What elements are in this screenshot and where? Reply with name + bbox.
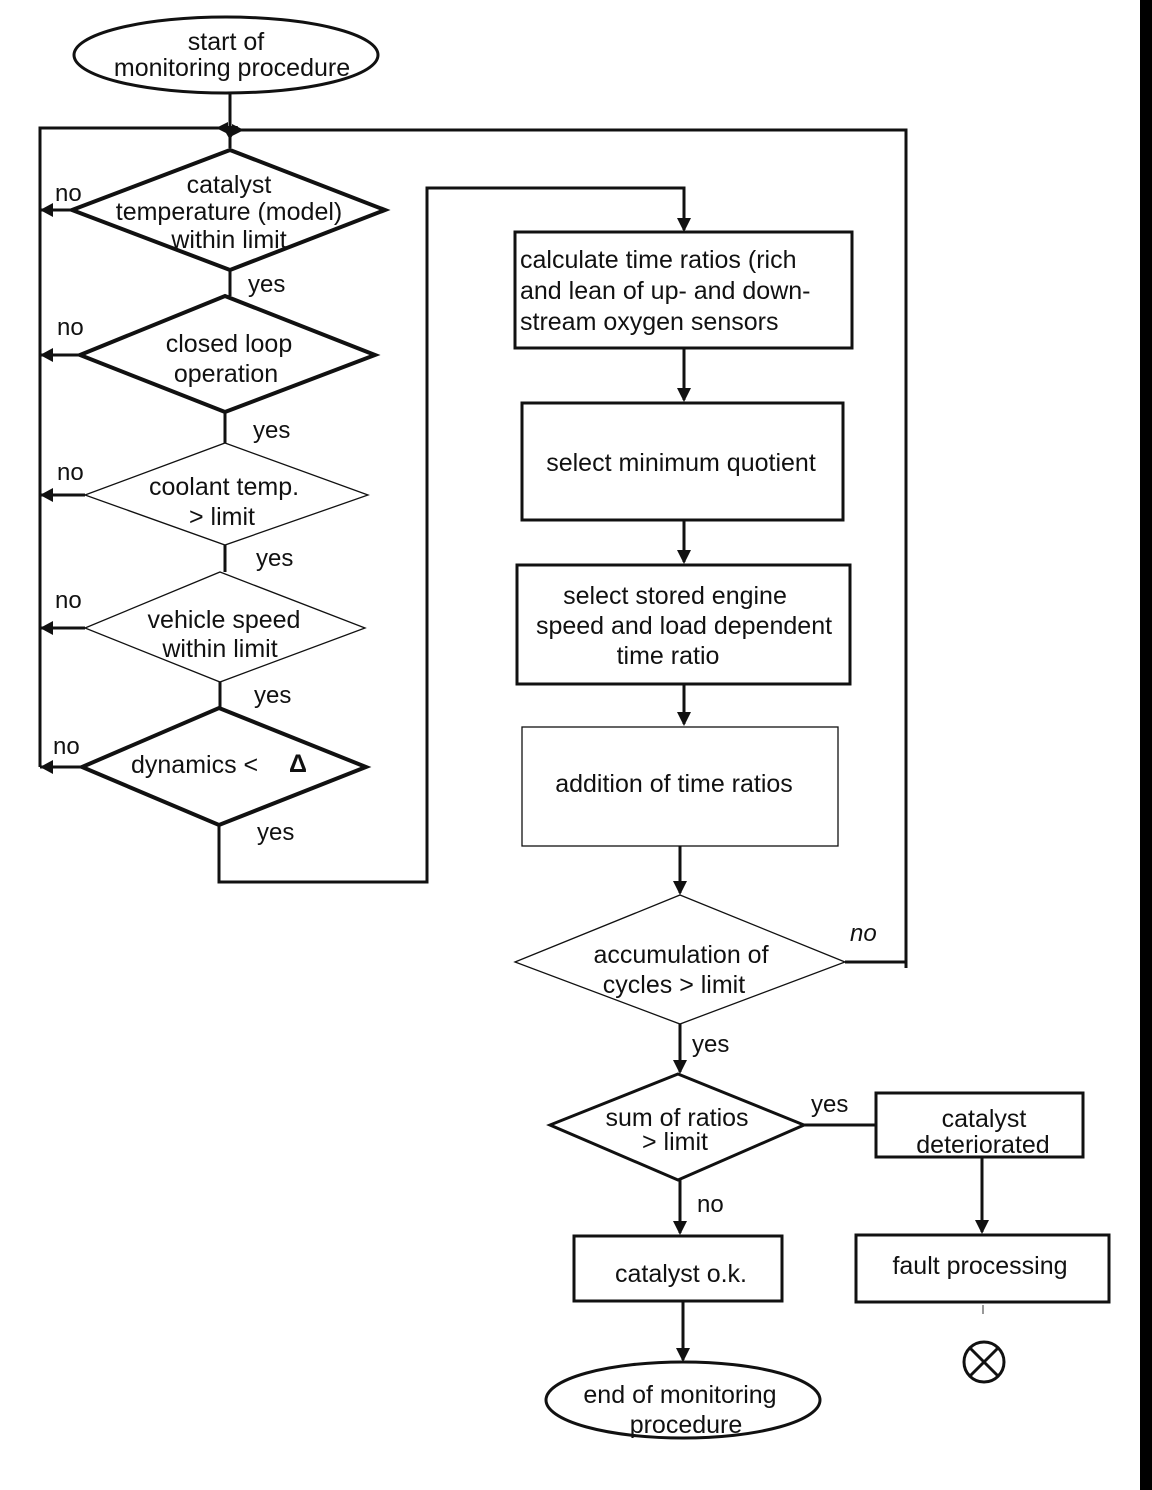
b4-text: addition of time ratios: [555, 770, 793, 798]
ok-text: catalyst o.k.: [615, 1260, 747, 1288]
det-line-2: deteriorated: [916, 1131, 1049, 1159]
box-catalyst-ok: [572, 1234, 784, 1303]
arrowhead-b3: [677, 550, 691, 564]
d6-line-1: accumulation of: [593, 941, 768, 969]
fault-text: fault processing: [892, 1252, 1067, 1280]
start-line-2: monitoring procedure: [114, 54, 350, 82]
connector-no-loop-left: [38, 126, 222, 767]
arrowhead-b4: [677, 712, 691, 726]
decision-coolant-temp: [83, 442, 370, 546]
box-catalyst-deteriorated: [874, 1091, 1085, 1159]
arrowhead-d7: [673, 1060, 687, 1074]
box-fault-processing: [854, 1233, 1111, 1304]
decision-vehicle-speed: [83, 571, 367, 683]
arrowhead-d3-no: [40, 488, 53, 502]
label-no-d6: no: [850, 920, 877, 947]
label-yes-d5: yes: [257, 819, 294, 846]
arrowhead-d5-no: [40, 760, 53, 774]
decision-closed-loop: [74, 293, 381, 415]
d5-text: dynamics <: [131, 751, 258, 779]
d2-line-2: operation: [174, 360, 278, 388]
b1-line-2: and lean of up- and down-: [520, 277, 811, 305]
b3-line-1: select stored engine: [563, 582, 787, 610]
d7-line-2: > limit: [642, 1128, 708, 1156]
label-no-d5: no: [53, 733, 80, 760]
decision-dynamics: [76, 705, 372, 828]
label-yes-d2: yes: [253, 417, 290, 444]
arrowhead-end: [676, 1348, 690, 1362]
d1-line-1: catalyst: [187, 171, 272, 199]
arrowhead-ok: [673, 1221, 687, 1235]
det-line-1: catalyst: [942, 1105, 1027, 1133]
b3-line-2: speed and load dependent: [536, 612, 832, 640]
arrowhead-d2-no: [40, 348, 53, 362]
arrowhead-d1-no: [40, 203, 53, 217]
label-no-d7: no: [697, 1191, 724, 1218]
label-yes-d3: yes: [256, 545, 293, 572]
label-no-d1: no: [55, 180, 82, 207]
end-terminator: [544, 1360, 822, 1440]
d4-line-1: vehicle speed: [148, 606, 301, 634]
decision-sum-of-ratios: [546, 1072, 808, 1182]
d3-line-1: coolant temp.: [149, 473, 299, 501]
arrowheads: [40, 122, 989, 1362]
label-no-d3: no: [57, 459, 84, 486]
b2-text: select minimum quotient: [546, 449, 816, 477]
delta-symbol: Δ: [289, 750, 307, 778]
label-yes-d1: yes: [248, 271, 285, 298]
label-yes-d7: yes: [811, 1091, 848, 1118]
box-select-stored-time-ratio: [515, 563, 852, 686]
label-no-d4: no: [55, 587, 82, 614]
d3-line-2: > limit: [189, 503, 255, 531]
d2-line-1: closed loop: [166, 330, 292, 358]
arrowhead-fault: [975, 1220, 989, 1234]
b1-line-1: calculate time ratios (rich: [520, 246, 796, 274]
label-yes-d6: yes: [692, 1031, 729, 1058]
end-line-1: end of monitoring: [583, 1381, 776, 1409]
arrowhead-b1: [677, 218, 691, 232]
d4-line-2: within limit: [161, 635, 277, 663]
box-select-minimum-quotient: [520, 401, 845, 522]
arrowhead-d6: [673, 881, 687, 895]
d1-line-2: temperature (model): [116, 198, 342, 226]
arrowhead-merge-left: [216, 122, 228, 134]
shapes: [66, 15, 1111, 1440]
decision-catalyst-temp: [66, 147, 391, 273]
connector-d6-no-loop: [238, 128, 908, 964]
right-edge-bar: [1140, 0, 1152, 1490]
box-addition-of-time-ratios: [521, 726, 839, 847]
box-calculate-time-ratios: [513, 230, 854, 350]
connector-d5-yes: [217, 186, 686, 884]
arrowhead-b2: [677, 388, 691, 402]
branch-labels: no no no no no yes yes yes yes yes no ye…: [53, 180, 877, 1218]
b3-line-3: time ratio: [617, 642, 720, 670]
circled-x-icon: [962, 1340, 1006, 1384]
decision-accumulation-of-cycles: [513, 894, 847, 1025]
label-yes-d4: yes: [254, 682, 291, 709]
d1-line-3: within limit: [170, 226, 286, 254]
arrowhead-merge-right: [232, 124, 244, 136]
b1-line-3: stream oxygen sensors: [520, 308, 778, 336]
start-line-1: start of: [188, 28, 264, 56]
d6-line-2: cycles > limit: [603, 971, 745, 999]
d7-line-1: sum of ratios: [605, 1104, 748, 1132]
end-line-2: procedure: [630, 1411, 743, 1439]
arrowhead-d4-no: [40, 621, 53, 635]
start-terminator: [72, 15, 380, 95]
label-no-d2: no: [57, 314, 84, 341]
shape-text: start of monitoring procedure catalyst t…: [114, 28, 1068, 1439]
